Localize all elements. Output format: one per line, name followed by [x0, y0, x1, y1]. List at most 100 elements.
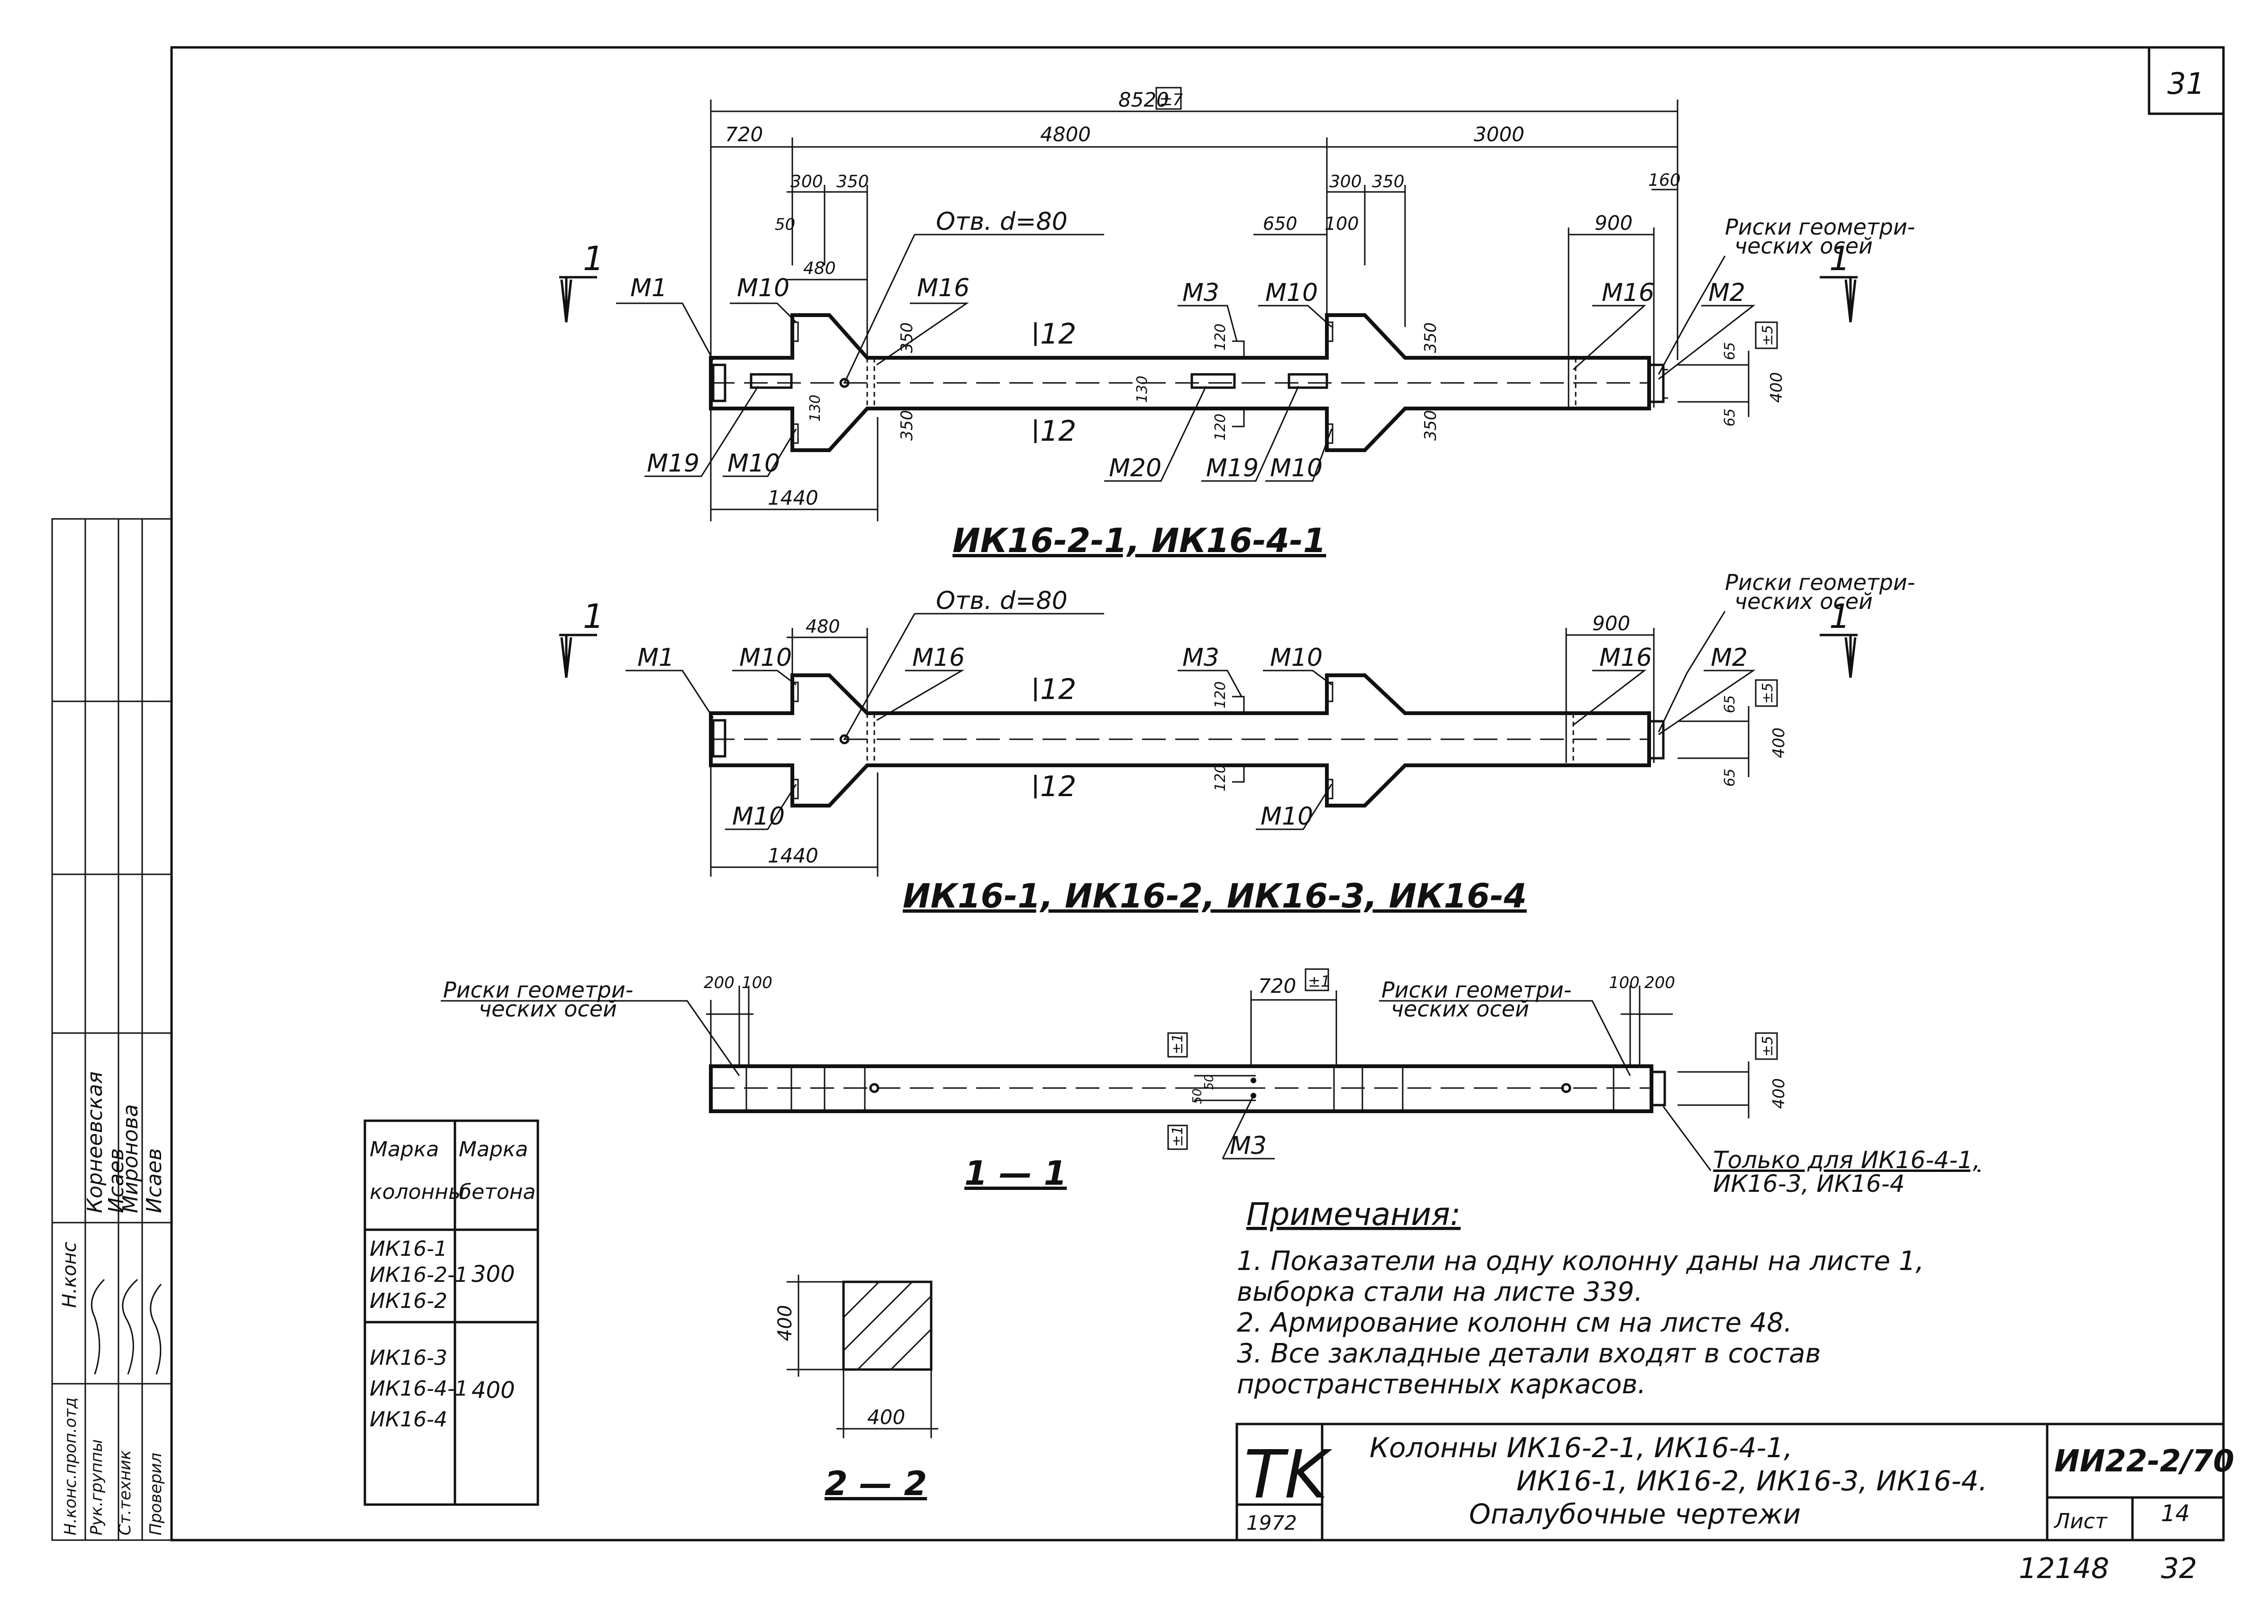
dim: ±5	[1760, 1036, 1776, 1057]
dim: 65	[1722, 408, 1738, 426]
caption-view1: ИК16-2-1, ИК16-4-1	[953, 521, 1326, 560]
dim: 120	[1212, 681, 1229, 708]
caption-view2: ИК16-1, ИК16-2, ИК16-3, ИК16-4	[903, 877, 1527, 916]
note-line: пространственных каркасов.	[1237, 1369, 1646, 1400]
dim: 120	[1212, 414, 1229, 441]
concrete-table: Марка колонны Марка бетона ИК16-1 ИК16-2…	[363, 1119, 539, 1506]
mark: М10	[1265, 279, 1318, 307]
dim: ±1	[1308, 972, 1330, 990]
mark: М2	[1708, 279, 1745, 307]
dim: 120	[1212, 324, 1229, 351]
center-label: 12	[1040, 673, 1076, 706]
table-cell: ИК16-2-1	[370, 1263, 468, 1287]
dim: 65	[1722, 342, 1738, 360]
table-cell: ИК16-1	[370, 1237, 447, 1261]
mark: М2	[1711, 644, 1748, 672]
table-cell: ИК16-3	[370, 1346, 447, 1370]
dim: 100	[742, 973, 772, 992]
dim: 300	[1329, 172, 1362, 191]
dim: 350	[836, 172, 869, 191]
axis-note: ческих осей	[1734, 233, 1873, 259]
dim: 720	[1258, 974, 1296, 998]
dim: 65	[1722, 695, 1738, 713]
dim: 400	[1769, 1078, 1788, 1109]
axis-note: Риски геометри-	[1725, 214, 1915, 240]
column-outline	[709, 313, 1651, 452]
table-cell: 400	[472, 1377, 515, 1404]
dim: 3000	[1474, 123, 1524, 146]
mark: М3	[1182, 279, 1219, 307]
axis-note: ческих осей	[1734, 589, 1873, 614]
mark: М10	[727, 449, 780, 478]
mark: М3	[1230, 1132, 1267, 1160]
axis-note: Риски геометри-	[1725, 570, 1915, 595]
dim: 350	[1421, 322, 1440, 353]
center-label: 12	[1040, 318, 1076, 351]
side-stamp: Н.конс Н.конс.проп.отд Рук.группы Ст.тех…	[51, 518, 172, 1541]
mark: М3	[1182, 644, 1219, 672]
dim: ±1	[1170, 1126, 1186, 1147]
notes-title: Примечания:	[1246, 1196, 1461, 1233]
dim: 65	[1722, 769, 1738, 787]
mark: М19	[647, 449, 699, 478]
dim: 400	[774, 1305, 796, 1341]
note-line: 3. Все закладные детали входят в состав	[1237, 1338, 1821, 1369]
dim: 900	[1595, 211, 1633, 235]
dim: 130	[807, 395, 824, 422]
mark: М19	[1206, 454, 1259, 482]
mark: М10	[732, 802, 785, 831]
note-line: выборка стали на листе 339.	[1237, 1277, 1643, 1307]
dim: 160	[1648, 171, 1681, 190]
year: 1972	[1246, 1511, 1297, 1534]
dim: 480	[806, 616, 840, 637]
axis-note: Риски геометри-	[443, 977, 633, 1003]
view-2: 480 900 12 12 120 120 65 65 400 ±5 1440	[559, 570, 1915, 916]
table-cell: ИК16-2	[370, 1289, 447, 1313]
dim: 130	[1134, 376, 1151, 403]
table-header: Марка	[370, 1137, 439, 1161]
svg-text:1: 1	[1829, 239, 1851, 278]
table-header: колонны	[370, 1180, 465, 1204]
axis-note: Риски геометри-	[1381, 977, 1571, 1003]
mark: М10	[1261, 802, 1313, 831]
sheet-value: 14	[2161, 1500, 2190, 1527]
mark: М10	[739, 644, 792, 672]
dim: 650	[1263, 213, 1297, 234]
view-1: 8520 ±7 720 4800 3000 300 350 300 350 16…	[559, 87, 1915, 560]
title-line: ИК16-1, ИК16-2, ИК16-3, ИК16-4.	[1516, 1465, 1987, 1497]
stamp-name: Исаев	[142, 1148, 166, 1213]
dim-total-tol: ±7	[1159, 91, 1183, 109]
table-header: бетона	[459, 1180, 536, 1204]
svg-text:1: 1	[583, 597, 604, 636]
stamp-row: Проверил	[146, 1453, 165, 1535]
dim-total: 8520	[1118, 88, 1169, 111]
mark: М16	[1602, 279, 1654, 307]
bottom-number: 32	[2161, 1552, 2197, 1585]
doc-code: ИИ22-2/70	[2054, 1444, 2234, 1479]
axis-note: ческих осей	[1391, 996, 1529, 1022]
mark: М10	[1270, 454, 1323, 482]
bottom-number: 12148	[2019, 1552, 2109, 1585]
stamp-row: Рук.группы	[87, 1439, 106, 1535]
dim: 350	[1372, 172, 1405, 191]
dim: 400	[867, 1406, 905, 1429]
dim: 120	[1212, 764, 1229, 791]
table-cell: 300	[472, 1261, 515, 1288]
dim: 400	[1767, 372, 1786, 403]
dim: 200	[704, 973, 735, 992]
dim: ±5	[1760, 683, 1776, 704]
column-outline	[709, 673, 1651, 807]
dim-bottom: 1440	[768, 486, 818, 509]
table-header: Марка	[459, 1137, 528, 1161]
dim: 200	[1644, 973, 1675, 992]
sheet-label: Лист	[2053, 1509, 2108, 1533]
title-line: Колонны ИК16-2-1, ИК16-4-1,	[1370, 1432, 1793, 1464]
dim: ±5	[1760, 325, 1776, 346]
dim: 900	[1592, 612, 1630, 635]
mark: М10	[1270, 644, 1323, 672]
center-label: 12	[1040, 770, 1076, 803]
only-note: Только для ИК16-4-1,	[1713, 1146, 1980, 1174]
dim-bottom: 1440	[768, 844, 818, 867]
dim: 350	[898, 410, 916, 441]
